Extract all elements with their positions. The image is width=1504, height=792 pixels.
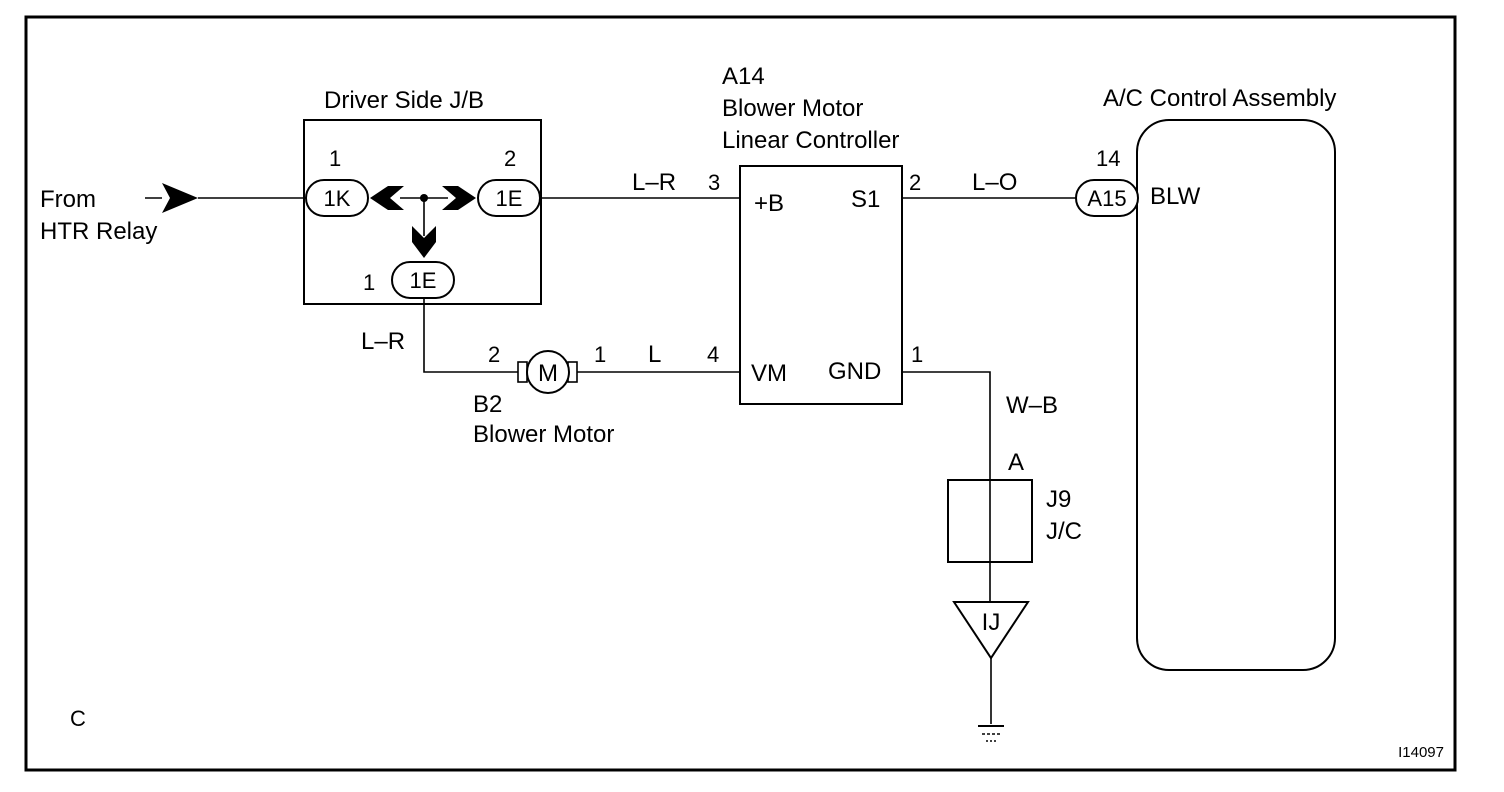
jb-right-connector-code: 1E [496, 186, 523, 211]
controller-vm-pin: 4 [707, 342, 719, 367]
controller-gnd-pin: 1 [911, 342, 923, 367]
jc-code: J9 [1046, 486, 1071, 513]
jb-bottom-connector-code: 1E [410, 268, 437, 293]
controller-terminal-gnd: GND [828, 358, 881, 385]
ac-connector [1075, 179, 1139, 217]
wire-motor-controller-color: L [648, 341, 661, 368]
jb-arrow-left-icon [370, 186, 404, 210]
controller-terminal-vm: VM [751, 360, 787, 387]
section-letter: C [70, 706, 86, 731]
jb-bottom-connector [391, 261, 455, 299]
jc-type: J/C [1046, 518, 1082, 545]
jb-arrow-right-icon [442, 186, 476, 210]
controller-s1-pin: 2 [909, 170, 921, 195]
wire-jb-motor [423, 298, 518, 373]
arrow-right-icon [162, 183, 198, 213]
jc-box [947, 479, 1033, 563]
jb-right-pin: 2 [504, 146, 516, 171]
controller-terminal-s1: S1 [851, 186, 880, 213]
motor-icon [517, 350, 578, 394]
jb-box [303, 119, 542, 305]
ground-point-label: IJ [982, 609, 1001, 636]
jb-title: Driver Side J/B [324, 87, 484, 114]
wire-jb-controller-color: L–R [632, 169, 676, 196]
ground-icon [978, 725, 1004, 742]
controller-name-line1: Blower Motor [722, 95, 863, 122]
ac-terminal-blw: BLW [1150, 183, 1201, 210]
jc-pin: A [1008, 449, 1024, 476]
motor-pin-left: 2 [488, 342, 500, 367]
motor-name: Blower Motor [473, 421, 614, 448]
wire-controller-ac-color: L–O [972, 169, 1017, 196]
ac-title: A/C Control Assembly [1103, 85, 1336, 112]
jb-arrow-down-icon [412, 226, 436, 258]
source-label-line2: HTR Relay [40, 218, 157, 245]
ac-connector-pin: 14 [1096, 146, 1120, 171]
jb-left-connector [305, 179, 369, 217]
controller-code: A14 [722, 63, 765, 90]
figure-id: I14097 [1398, 744, 1444, 761]
diagram-frame [24, 15, 1457, 772]
jb-bottom-pin: 1 [363, 270, 375, 295]
motor-pin-right: 1 [594, 342, 606, 367]
source-label-line1: From [40, 186, 96, 213]
controller-box [739, 165, 903, 405]
ac-box [1136, 119, 1336, 671]
wire-ground [902, 371, 991, 602]
controller-terminal-b-plus: +B [754, 190, 784, 217]
ac-connector-code: A15 [1087, 186, 1126, 211]
jb-splice-dot [420, 194, 428, 202]
jb-left-pin: 1 [329, 146, 341, 171]
motor-code: B2 [473, 391, 502, 418]
jb-left-connector-code: 1K [324, 186, 351, 211]
controller-name-line2: Linear Controller [722, 127, 899, 154]
wire-ground-color: W–B [1006, 392, 1058, 419]
wire-jb-motor-color: L–R [361, 328, 405, 355]
motor-symbol: M [538, 360, 558, 387]
controller-b-plus-pin: 3 [708, 170, 720, 195]
ground-point-triangle [952, 601, 1030, 660]
